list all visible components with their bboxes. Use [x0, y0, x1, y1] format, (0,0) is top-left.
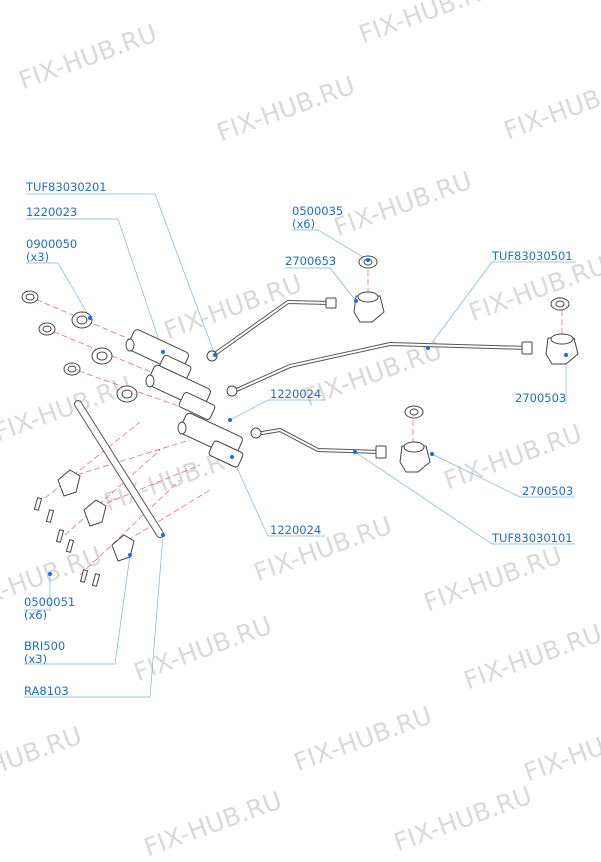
leader-0500035 [292, 229, 369, 261]
pipes [74, 299, 530, 538]
valve-1220023 [125, 329, 192, 382]
part-label-tuf83030101[interactable]: TUF83030101 [492, 531, 573, 545]
part-label-0500051-qty: (x6) [24, 608, 48, 622]
part-label-1220024-b[interactable]: 1220024 [270, 523, 322, 537]
pipe-tuf83030501 [230, 341, 530, 394]
leader-2700503-b [431, 453, 575, 498]
part-label-0900050-qty: (x3) [26, 250, 50, 264]
leader-dots [48, 258, 568, 576]
valve-1220024-b [177, 412, 244, 468]
part-label-0900050[interactable]: 0900050 [26, 237, 78, 251]
leader-bri500 [24, 554, 131, 665]
washers [21, 290, 138, 403]
screws [33, 497, 101, 587]
part-label-1220023[interactable]: 1220023 [26, 205, 78, 219]
leader-tuf83030201 [26, 193, 216, 356]
part-label-2700503-a[interactable]: 2700503 [515, 391, 567, 405]
part-label-bri500[interactable]: BRI500 [24, 639, 66, 653]
part-label-2700503-b[interactable]: 2700503 [522, 484, 574, 498]
pipe-tuf83030201 [210, 299, 332, 358]
leader-1220024-b [231, 456, 325, 537]
leader-ra8103 [24, 534, 164, 698]
valve-1220024-a [145, 364, 216, 420]
leader-1220023 [26, 218, 164, 353]
leader-0500051 [24, 574, 51, 611]
part-label-0500035[interactable]: 0500035 [292, 204, 344, 218]
leader-lines [24, 193, 576, 698]
leader-0900050 [26, 262, 91, 319]
part-label-bri500-qty: (x3) [24, 652, 48, 666]
part-label-2700653[interactable]: 2700653 [285, 254, 337, 268]
part-label-0500035-qty: (x6) [292, 217, 316, 231]
leader-2700653 [285, 267, 357, 302]
leader-tuf83030101 [354, 451, 575, 545]
part-label-1220024-a[interactable]: 1220024 [270, 387, 322, 401]
nuts [353, 255, 579, 473]
part-label-ra8103[interactable]: RA8103 [24, 684, 69, 698]
leader-tuf83030501 [427, 261, 576, 349]
part-label-0500051[interactable]: 0500051 [24, 595, 76, 609]
leader-1220024-a [229, 399, 325, 421]
part-label-tuf83030501[interactable]: TUF83030501 [492, 249, 573, 263]
pipe-tuf83030101 [254, 427, 382, 454]
valves [125, 329, 244, 468]
part-label-tuf83030201[interactable]: TUF83030201 [26, 180, 107, 194]
